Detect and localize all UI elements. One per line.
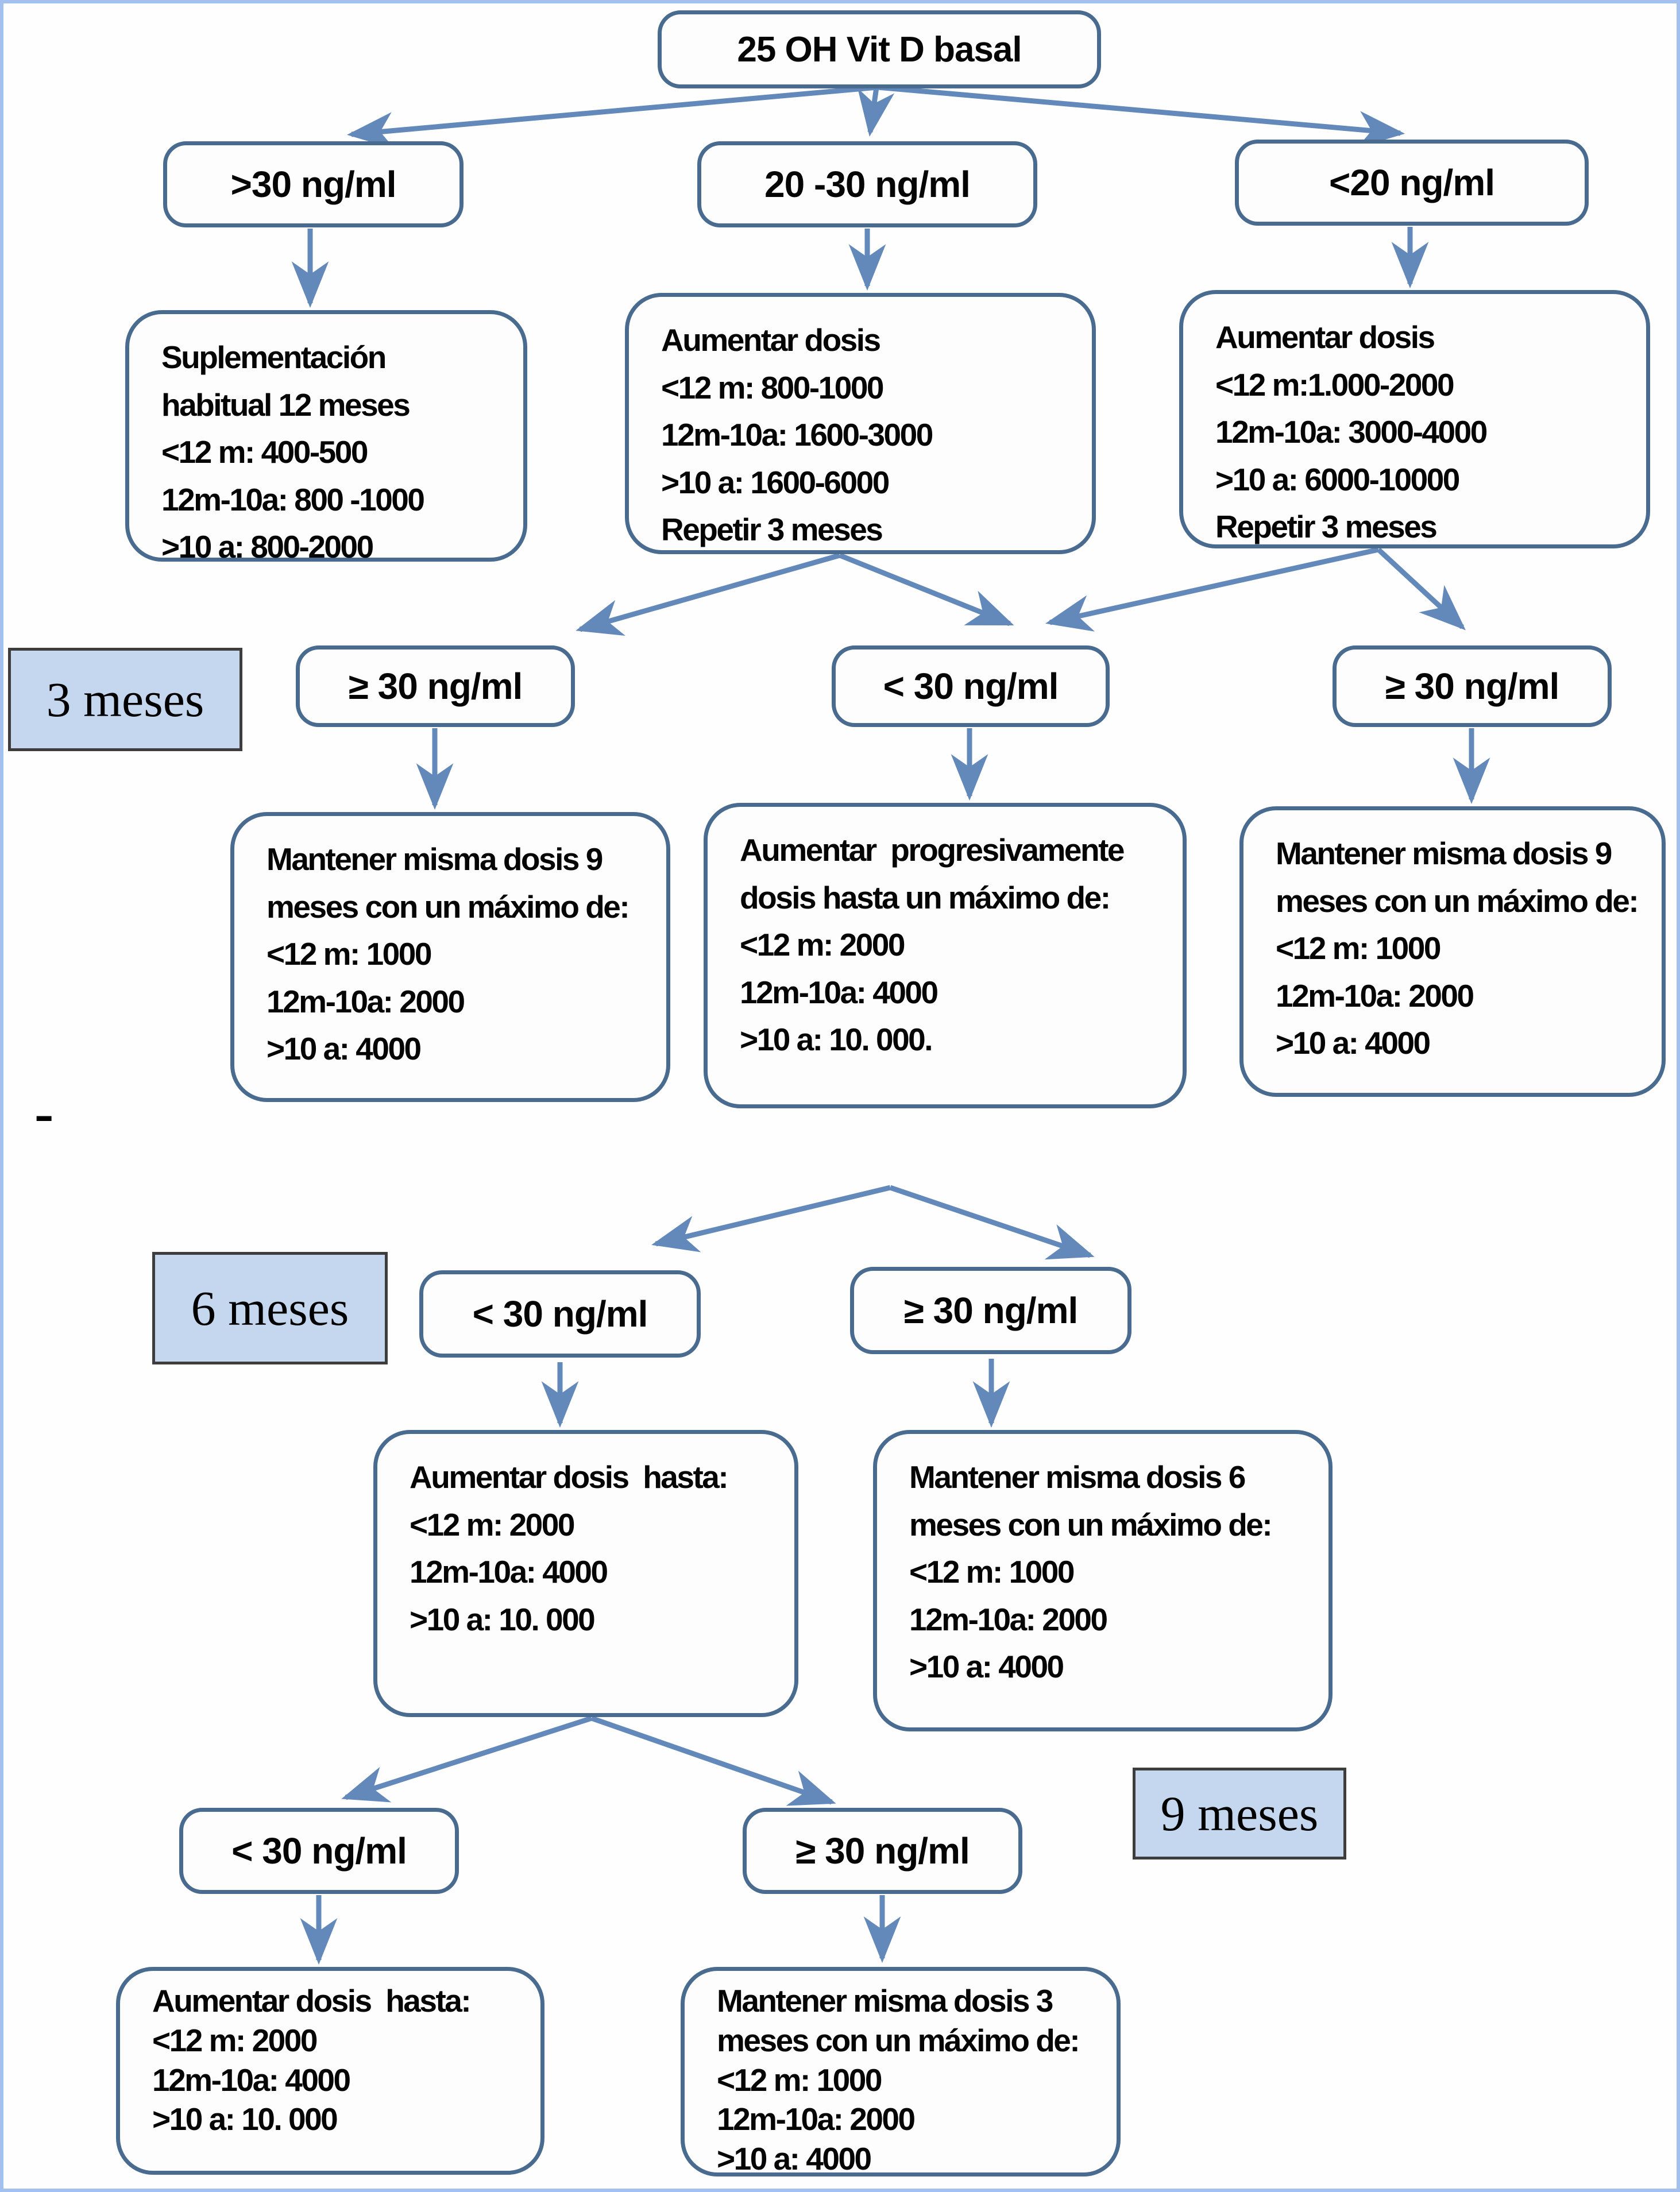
stage-label-text: 6 meses xyxy=(191,1281,349,1336)
node-line: <12 m: 1000 xyxy=(267,936,432,972)
node-line: habitual 12 meses xyxy=(161,386,411,423)
node-line: Repetir 3 meses xyxy=(661,512,883,547)
decision-20-30-initial: 20 -30 ng/ml xyxy=(697,141,1037,227)
result-aumentar-hasta-6m: Aumentar dosis hasta: <12 m: 2000 12m-10… xyxy=(373,1430,798,1717)
node-line: <12 m: 1000 xyxy=(1276,930,1441,966)
stage-label-3-meses: 3 meses xyxy=(8,648,242,751)
node-line: >10 a: 1600-6000 xyxy=(661,464,890,500)
node-line: 12m-10a: 2000 xyxy=(909,1601,1108,1637)
stage-label-text: 3 meses xyxy=(46,672,204,727)
result-aumentar-progresivo: Aumentar progresivamente dosis hasta un … xyxy=(704,803,1187,1108)
arrow-root-to-20-30 xyxy=(858,87,895,137)
result-mantener-6m: Mantener misma dosis 6 meses con un máxi… xyxy=(873,1430,1333,1731)
node-line: <12 m: 2000 xyxy=(152,2022,318,2058)
arrow-aumentar-to-lt30-3m xyxy=(839,552,1014,627)
node-line: Aumentar dosis xyxy=(661,322,881,358)
decision-lt20-initial: <20 ng/ml xyxy=(1235,140,1589,226)
node-line: >10 a: 10. 000 xyxy=(152,2101,338,2137)
decision-gt30-initial: >30 ng/ml xyxy=(163,141,464,227)
node-line: meses con un máximo de: xyxy=(717,2022,1080,2058)
node-line: Suplementación xyxy=(161,339,387,375)
result-mantener-9m-right: Mantener misma dosis 9 meses con un máxi… xyxy=(1239,806,1666,1097)
node-line: <12 m: 1000 xyxy=(909,1554,1075,1590)
arrow-aumentar2-to-lt30-3m xyxy=(1045,547,1379,632)
node-line: <12 m: 2000 xyxy=(410,1506,575,1542)
node-25oh-vitd-basal: 25 OH Vit D basal xyxy=(658,10,1101,88)
node-line: <12 m: 400-500 xyxy=(161,434,368,470)
node-line: 12m-10a: 800 -1000 xyxy=(161,481,425,517)
result-aumentar-dosis-lt20: Aumentar dosis <12 m:1.000-2000 12m-10a:… xyxy=(1179,290,1650,548)
node-line: >10 a: 10. 000. xyxy=(740,1022,933,1057)
node-label: ≥ 30 ng/ml xyxy=(1385,666,1560,707)
node-line: >10 a: 4000 xyxy=(717,2141,872,2176)
node-label: < 30 ng/ml xyxy=(472,1293,648,1335)
node-line: Aumentar progresivamente xyxy=(740,832,1125,868)
node-line: 12m-10a: 4000 xyxy=(152,2062,351,2098)
node-line: <12 m: 1000 xyxy=(717,2062,882,2098)
node-line: dosis hasta un máximo de: xyxy=(740,879,1111,915)
node-line: 12m-10a: 2000 xyxy=(717,2101,916,2137)
stage-label-6-meses: 6 meses xyxy=(152,1252,388,1364)
result-aumentar-hasta-9m: Aumentar dosis hasta: <12 m: 2000 12m-10… xyxy=(116,1967,544,2175)
decision-lt30-9m: < 30 ng/ml xyxy=(179,1808,459,1894)
node-line: Aumentar dosis xyxy=(1215,319,1435,355)
node-label: ≥ 30 ng/ml xyxy=(348,666,523,707)
result-mantener-3m-final: Mantener misma dosis 3 meses con un máxi… xyxy=(681,1967,1121,2176)
decision-lt30-6m: < 30 ng/ml xyxy=(419,1270,701,1358)
node-line: Mantener misma dosis 6 xyxy=(909,1459,1246,1495)
node-line: Mantener misma dosis 9 xyxy=(1276,836,1612,871)
arrow-split-to-lt30-9m xyxy=(341,1715,593,1803)
arrow-aumentar-to-ge30-3m xyxy=(576,552,841,636)
stage-label-9-meses: 9 meses xyxy=(1133,1768,1346,1859)
result-aumentar-dosis-20-30: Aumentar dosis <12 m: 800-1000 12m-10a: … xyxy=(625,293,1096,554)
node-line: >10 a: 4000 xyxy=(909,1649,1064,1684)
node-line: 12m-10a: 4000 xyxy=(740,974,939,1010)
arrow-split-to-lt30-6m xyxy=(651,1185,891,1252)
node-label: 25 OH Vit D basal xyxy=(737,29,1022,69)
arrow-split-to-ge30-6m xyxy=(889,1185,1095,1260)
decision-ge30-3m-right: ≥ 30 ng/ml xyxy=(1333,645,1612,727)
node-line: <12 m: 800-1000 xyxy=(661,369,885,405)
node-label: 20 -30 ng/ml xyxy=(764,164,971,205)
result-mantener-9m-left: Mantener misma dosis 9 meses con un máxi… xyxy=(230,812,670,1102)
stray-dash: - xyxy=(34,1081,54,1145)
node-line: 12m-10a: 1600-3000 xyxy=(661,417,933,453)
node-line: 12m-10a: 2000 xyxy=(1276,977,1474,1014)
node-line: >10 a: 4000 xyxy=(267,1031,422,1066)
node-line: 12m-10a: 3000-4000 xyxy=(1215,414,1488,450)
result-suplementacion-habitual: Suplementación habitual 12 meses <12 m: … xyxy=(125,310,527,565)
arrow-split-to-ge30-9m xyxy=(590,1715,836,1806)
arrow-root-to-gt30 xyxy=(346,84,878,149)
node-line: >10 a: 4000 xyxy=(1276,1025,1431,1061)
node-line: meses con un máximo de: xyxy=(909,1506,1273,1542)
node-line: meses con un máximo de: xyxy=(1276,883,1639,919)
node-label: < 30 ng/ml xyxy=(883,666,1059,707)
node-line: <12 m: 2000 xyxy=(740,927,905,962)
decision-ge30-6m: ≥ 30 ng/ml xyxy=(850,1267,1131,1354)
decision-lt30-3m: < 30 ng/ml xyxy=(832,645,1110,727)
decision-ge30-3m-left: ≥ 30 ng/ml xyxy=(296,645,575,727)
arrow-aumentar2-to-ge30-3m xyxy=(1376,547,1466,631)
node-label: ≥ 30 ng/ml xyxy=(903,1290,1079,1331)
decision-ge30-9m: ≥ 30 ng/ml xyxy=(743,1808,1022,1894)
node-label: < 30 ng/ml xyxy=(231,1830,407,1872)
node-line: Aumentar dosis hasta: xyxy=(410,1459,729,1495)
node-line: 12m-10a: 2000 xyxy=(267,983,465,1019)
node-line: Mantener misma dosis 3 xyxy=(717,1983,1053,2019)
stage-label-text: 9 meses xyxy=(1160,1786,1319,1841)
node-line: 12m-10a: 4000 xyxy=(410,1554,608,1590)
node-line: <12 m:1.000-2000 xyxy=(1215,366,1455,403)
node-line: >10 a: 6000-10000 xyxy=(1215,461,1460,497)
node-line: meses con un máximo de: xyxy=(267,888,630,925)
arrow-root-to-lt20 xyxy=(877,84,1405,148)
node-label: ≥ 30 ng/ml xyxy=(795,1830,970,1872)
node-label: >30 ng/ml xyxy=(230,164,397,205)
node-line: Aumentar dosis hasta: xyxy=(152,1983,472,2019)
node-line: Repetir 3 meses xyxy=(1215,509,1438,544)
node-line: Mantener misma dosis 9 xyxy=(267,841,603,877)
node-line: >10 a: 800-2000 xyxy=(161,529,374,565)
node-line: >10 a: 10. 000 xyxy=(410,1601,596,1637)
node-label: <20 ng/ml xyxy=(1329,162,1495,203)
